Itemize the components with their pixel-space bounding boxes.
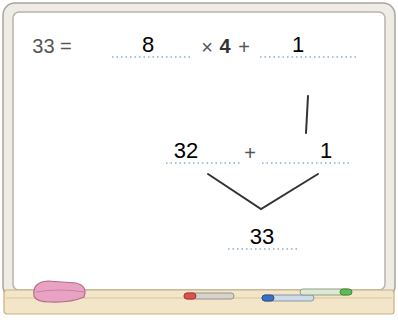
answer-number: 1 [320,140,332,162]
answer-number: 1 [292,34,304,56]
answer-number: 32 [174,140,198,162]
factor-number: 4 [219,36,230,56]
answer-number: 8 [142,34,154,56]
equation-text: 33 = [32,36,71,56]
operator-sign: + [238,37,250,57]
answer-number: 33 [250,226,274,248]
operator-sign: × [201,37,213,57]
operator-sign: + [244,143,256,163]
